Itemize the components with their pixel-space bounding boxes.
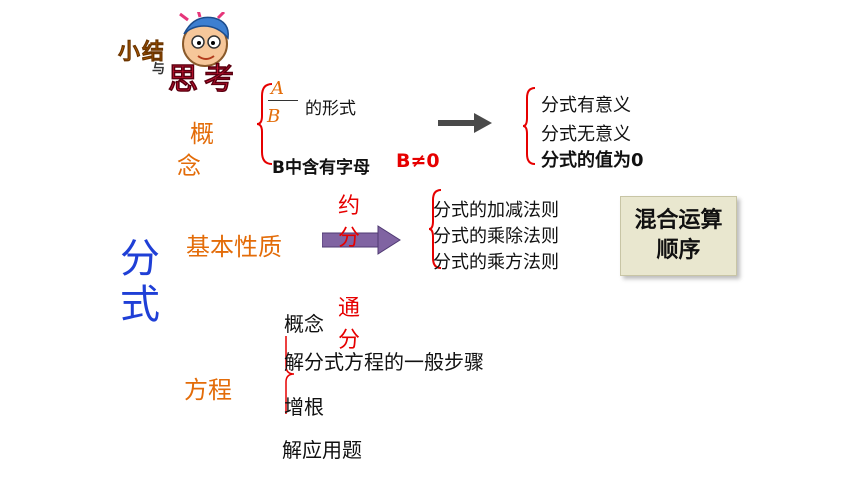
rules-brace-icon bbox=[428, 189, 442, 269]
condition-value: B≠0 bbox=[396, 150, 440, 172]
result-item-zero: 分式的值为0 bbox=[541, 150, 644, 171]
main-title-top: 分 bbox=[120, 236, 160, 282]
logo-char-consider: 考 bbox=[204, 62, 235, 98]
fraction-denominator: B bbox=[267, 106, 281, 127]
concept-label-bottom: 念 bbox=[177, 152, 201, 180]
concept-brace-icon bbox=[256, 83, 273, 165]
equation-item-concept: 概念 bbox=[284, 312, 324, 336]
equation-item-extraneous-root: 增根 bbox=[284, 395, 324, 419]
main-title-bottom: 式 bbox=[120, 282, 160, 328]
result-item-meaningful: 分式有意义 bbox=[541, 95, 631, 116]
fraction-bar bbox=[268, 100, 298, 101]
rule-multiply-divide: 分式的乘除法则 bbox=[433, 226, 559, 247]
summary-logo: 小 结 与 思 考 bbox=[118, 8, 248, 97]
results-brace-icon bbox=[522, 87, 536, 165]
equation-item-word-problems: 解应用题 bbox=[282, 438, 362, 462]
form-text: 的形式 bbox=[305, 99, 356, 119]
reduce-label-top: 约 bbox=[338, 194, 361, 219]
result-item-meaningless: 分式无意义 bbox=[541, 124, 631, 145]
property-arrow-icon bbox=[322, 225, 401, 255]
logo-char-and: 与 bbox=[152, 62, 166, 77]
right-arrow-icon bbox=[438, 113, 492, 133]
mixed-operation-text: 混合运算顺序 bbox=[634, 208, 723, 263]
equation-label: 方程 bbox=[184, 376, 232, 404]
condition-text: B中含有字母 bbox=[272, 158, 370, 178]
equation-brace-icon bbox=[285, 336, 295, 414]
fraction-numerator: A bbox=[271, 78, 284, 99]
concept-label-top: 概 bbox=[190, 120, 214, 148]
mixed-operation-box: 混合运算顺序 bbox=[620, 196, 737, 276]
rule-add-subtract: 分式的加减法则 bbox=[433, 200, 559, 221]
common-denominator-top: 通 bbox=[338, 296, 361, 321]
common-denominator-bottom: 分 bbox=[338, 328, 361, 353]
reduce-label-bottom: 分 bbox=[338, 226, 361, 251]
cartoon-face-icon bbox=[179, 12, 229, 67]
logo-char-small: 小 bbox=[118, 40, 141, 66]
equation-item-steps: 解分式方程的一般步骤 bbox=[284, 350, 484, 374]
rule-power: 分式的乘方法则 bbox=[433, 252, 559, 273]
logo-char-think: 思 bbox=[168, 62, 199, 98]
logo-char-knot: 结 bbox=[142, 40, 165, 66]
property-label: 基本性质 bbox=[186, 233, 282, 261]
